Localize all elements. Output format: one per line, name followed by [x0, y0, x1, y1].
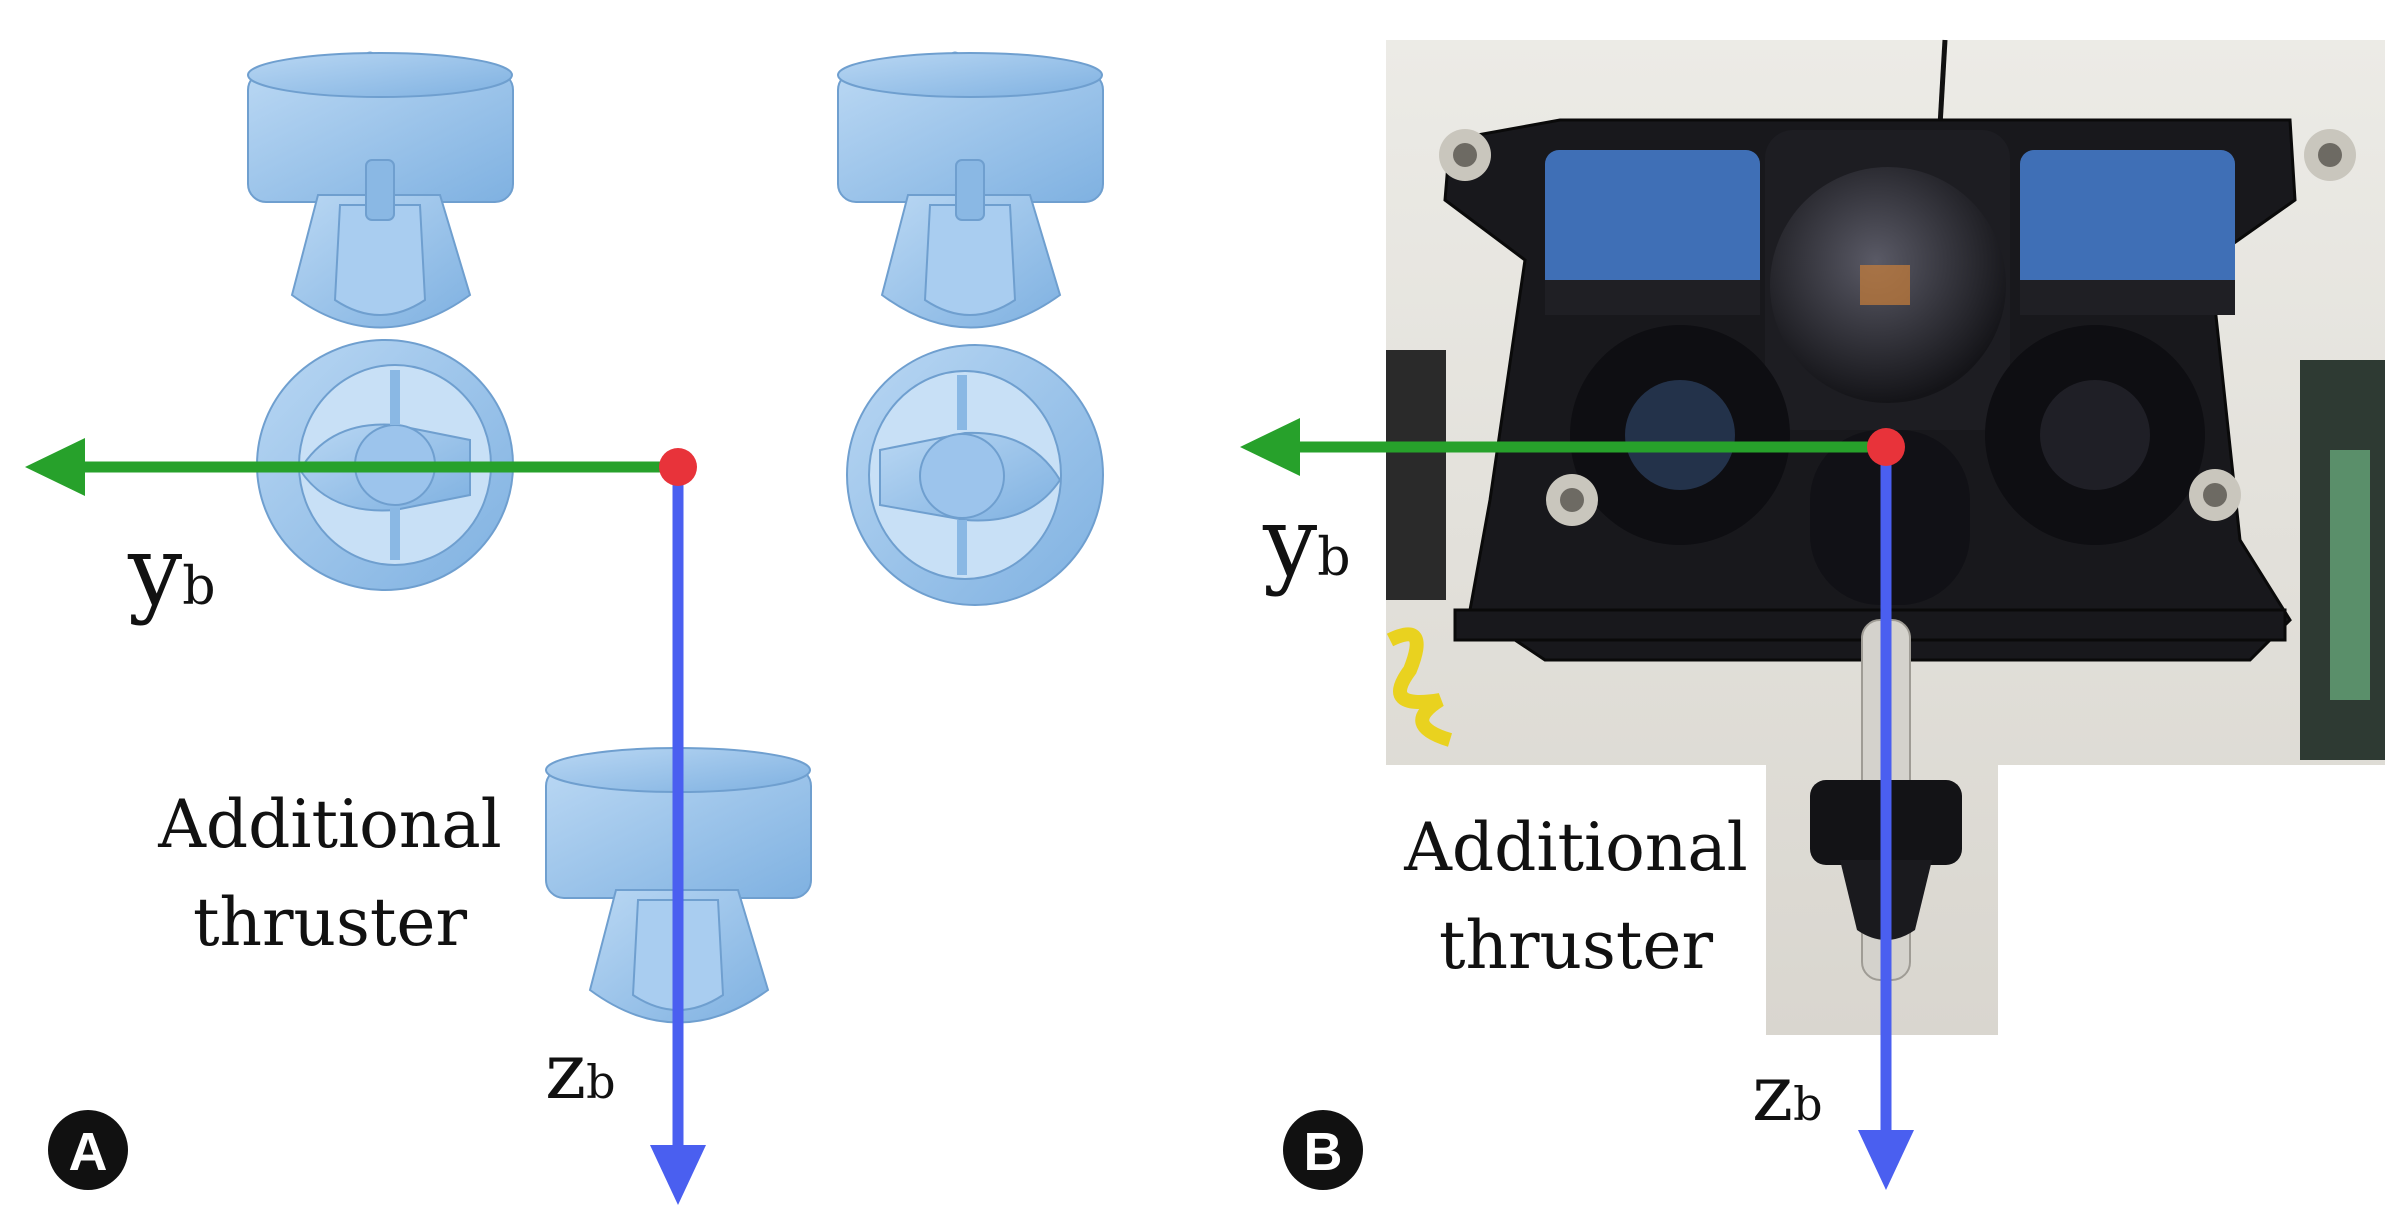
origin-point [1867, 428, 1905, 466]
camera-module [1860, 265, 1910, 305]
thruster-label-line2: thruster [1439, 907, 1714, 984]
photo-right-green-panel [2330, 450, 2370, 700]
thruster-label-line2: thruster [193, 884, 468, 961]
z-axis-label-main: z [545, 1027, 586, 1117]
photo-thruster-left-hub [1625, 380, 1735, 490]
panel-a-cad-model: yb Additional thruster zb A [25, 51, 1104, 1205]
y-axis-label-sub: b [182, 557, 215, 617]
light-bottom-right [2189, 469, 2241, 521]
photo-thruster-right-hub [2040, 380, 2150, 490]
photo-left-clutter [1386, 350, 1446, 600]
z-axis-arrowhead [1858, 1130, 1914, 1190]
y-axis-arrowhead [25, 438, 85, 496]
panel-badge-label: A [69, 1122, 108, 1182]
thruster-mid-right-3d [846, 344, 1104, 606]
y-axis-label-main: y [127, 515, 182, 627]
z-axis-label: zb [545, 1027, 616, 1117]
origin-point [659, 448, 697, 486]
panel-badge [48, 1110, 128, 1190]
y-axis-label: yb [127, 515, 216, 627]
yellow-cable [1386, 627, 1453, 747]
light-top-right [2304, 129, 2356, 181]
z-axis-arrowhead [650, 1145, 706, 1205]
y-axis-arrowhead [1240, 418, 1300, 476]
thruster-top-left-3d [247, 51, 514, 329]
panel-b-rov-photo: yb Additional thruster zb B [1240, 39, 2385, 1190]
thruster-label-line1: Additional [1403, 809, 1748, 886]
buoyancy-block-left [1545, 150, 1760, 315]
light-top-left [1439, 129, 1491, 181]
y-axis-label-main: y [1262, 486, 1317, 598]
z-axis-label-sub: b [586, 1055, 615, 1109]
y-axis-label-sub: b [1317, 528, 1350, 588]
thruster-top-right-3d [837, 51, 1104, 329]
thruster-label-line1: Additional [157, 786, 502, 863]
z-axis-label-main: z [1752, 1049, 1793, 1139]
light-bottom-left [1546, 474, 1598, 526]
panel-badge-label: B [1304, 1122, 1343, 1182]
z-axis-label-sub: b [1793, 1077, 1822, 1131]
buoyancy-block-right [2020, 150, 2235, 315]
panel-badge [1283, 1110, 1363, 1190]
z-axis-label: zb [1752, 1049, 1823, 1139]
y-axis-label: yb [1262, 486, 1351, 598]
